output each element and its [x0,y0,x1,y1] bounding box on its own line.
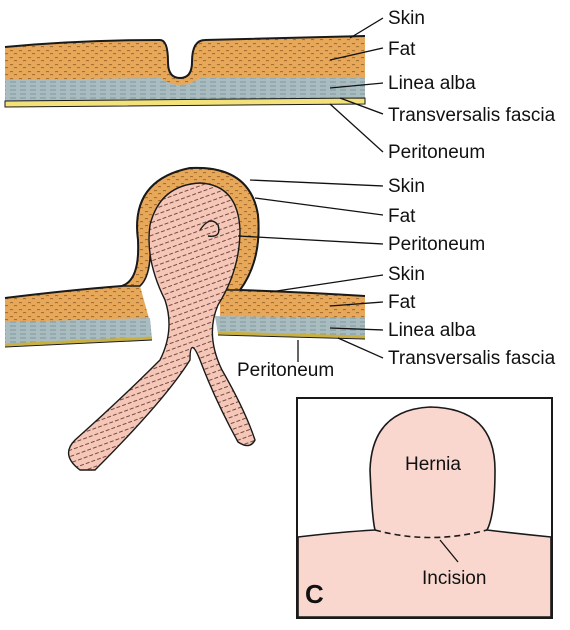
incision-line [374,529,488,539]
label-transversalis-top: Transversalis fascia [388,105,556,126]
label-transversalis-mid: Transversalis fascia [388,348,556,369]
top-abdominal-wall [4,35,366,108]
middle-leaders [237,179,384,362]
label-skin-sac: Skin [388,176,425,197]
label-peritoneum-mid: Peritoneum [237,360,334,381]
top-peritoneum [4,97,366,108]
panel-letter: C [305,579,324,609]
top-leaders [329,17,384,153]
label-linea-alba-top: Linea alba [388,73,476,94]
label-skin-wall: Skin [388,264,425,285]
bowel-loop [67,182,256,471]
top-skin-line [4,35,366,80]
top-linea-alba [5,78,365,102]
label-skin-top: Skin [388,8,425,29]
mid-fascia-right [215,316,365,336]
inset-panel-c [296,397,553,619]
middle-hernia-figure [4,166,366,471]
label-incision: Incision [422,568,486,589]
label-peritoneum-sac: Peritoneum [388,234,485,255]
mid-fat-left [5,286,150,327]
top-fat-layer [5,36,365,90]
label-linea-alba-mid: Linea alba [388,320,476,341]
mid-fat-right [220,290,365,322]
label-fat-wall: Fat [388,292,416,313]
inset-hernia-shape [297,406,552,618]
label-hernia: Hernia [405,454,461,475]
label-fat-sac: Fat [388,206,416,227]
label-fat-top: Fat [388,39,416,60]
label-peritoneum-top: Peritoneum [388,142,485,163]
